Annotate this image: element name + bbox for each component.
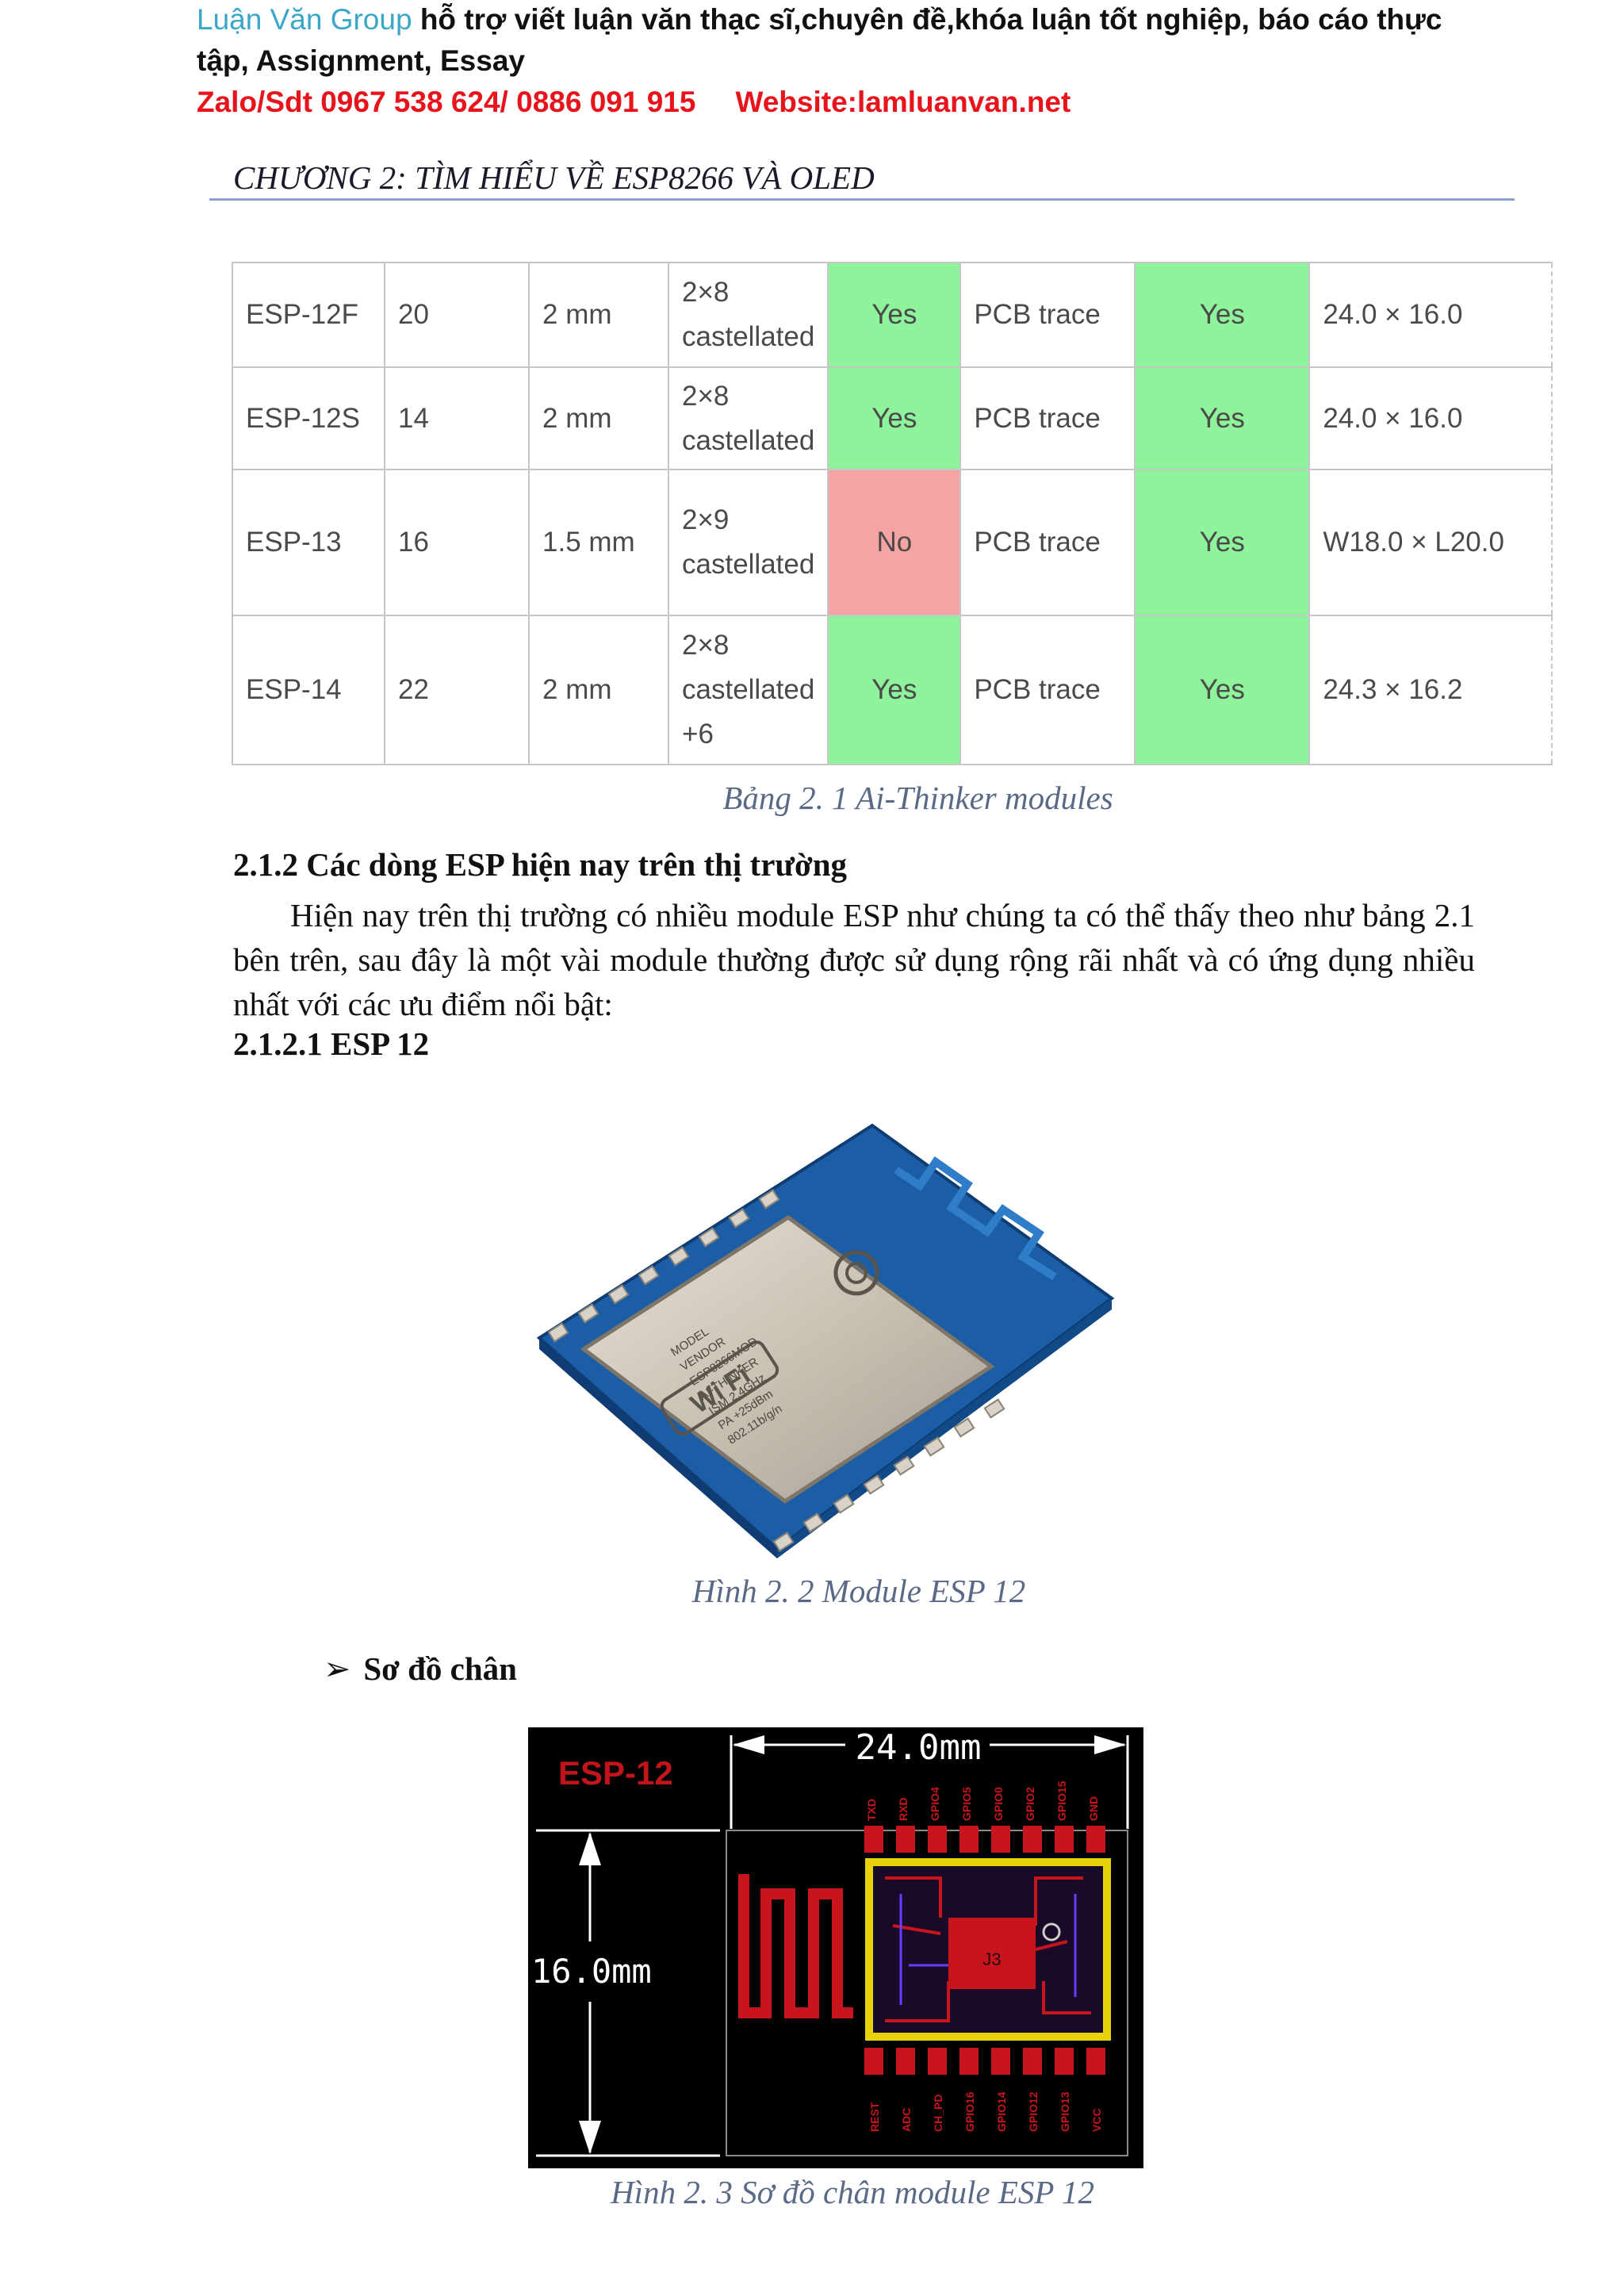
header-line-1: Luận Văn Group hỗ trợ viết luận văn thạc… (197, 0, 1442, 40)
cell-shield: No (827, 469, 962, 616)
cell-dimensions: 24.0 × 16.0 (1308, 366, 1553, 470)
cell-pitch: 2 mm (528, 262, 669, 368)
svg-text:REST: REST (868, 2102, 881, 2132)
rf-shield (580, 1214, 995, 1504)
width-label: 24.0mm (856, 1727, 982, 1768)
body-paragraph: Hiện nay trên thị trường có nhiều module… (233, 897, 1475, 1022)
cell-pins: 20 (384, 262, 530, 368)
svg-text:ADC: ADC (900, 2108, 913, 2132)
header-contact-line: Zalo/Sdt 0967 538 624/ 0886 091 915 Websi… (197, 82, 1071, 122)
svg-text:TXD: TXD (865, 1799, 878, 1821)
svg-text:GPIO15: GPIO15 (1055, 1780, 1068, 1821)
header-website[interactable]: Website:lamluanvan.net (735, 86, 1071, 118)
cell-dimensions: 24.0 × 16.0 (1308, 262, 1553, 368)
svg-text:CH_PD: CH_PD (932, 2095, 944, 2132)
cell-pitch: 2 mm (528, 615, 669, 765)
header-brand[interactable]: Luận Văn Group (197, 3, 412, 36)
cell-flash: Yes (1134, 469, 1311, 616)
figure-caption-module: Hình 2. 2 Module ESP 12 (691, 1573, 1026, 1609)
cell-shield: Yes (827, 615, 962, 765)
cell-module: ESP-14 (232, 615, 385, 765)
header-line-2: tập, Assignment, Essay (197, 44, 525, 77)
pinout-title: ESP-12 (558, 1754, 673, 1792)
cell-antenna: PCB trace (959, 469, 1136, 616)
svg-text:GPIO14: GPIO14 (995, 2091, 1008, 2132)
pinout-bullet: ➢ Sơ đồ chân (324, 1650, 517, 1688)
castellated-pads (547, 1189, 1005, 1552)
fcc-mark-icon (833, 1250, 879, 1296)
table-caption: Bảng 2. 1 Ai-Thinker modules (722, 780, 1113, 816)
cell-flash: Yes (1134, 262, 1311, 368)
header-tagline: hỗ trợ viết luận văn thạc sĩ,chuyên đề,k… (412, 3, 1442, 36)
cell-antenna: PCB trace (959, 262, 1136, 368)
svg-text:GPIO2: GPIO2 (1024, 1787, 1036, 1821)
esp12-module-photo: MODEL VENDOR ESP8266MOD AI-THINKER ISM 2… (536, 1123, 1115, 1558)
svg-text:GPIO5: GPIO5 (960, 1787, 973, 1821)
cell-shield: Yes (827, 366, 962, 470)
header-contact: Zalo/Sdt 0967 538 624/ 0886 091 915 (197, 86, 696, 118)
chip-j3 (948, 1918, 1036, 1989)
svg-text:RXD: RXD (897, 1797, 910, 1821)
figure-caption-pinout: Hình 2. 3 Sơ đồ chân module ESP 12 (611, 2174, 1094, 2210)
section-heading: 2.1.2 Các dòng ESP hiện nay trên thị trư… (233, 846, 847, 883)
cell-pins: 14 (384, 366, 530, 470)
height-label: 16.0mm (531, 1952, 652, 1991)
svg-text:GPIO12: GPIO12 (1027, 2091, 1040, 2132)
cell-pitch: 2 mm (528, 366, 669, 470)
chapter-title: CHƯƠNG 2: TÌM HIỂU VỀ ESP8266 VÀ OLED (233, 159, 875, 196)
cell-antenna: PCB trace (959, 366, 1136, 470)
cell-shield: Yes (827, 262, 962, 368)
svg-text:GPIO4: GPIO4 (929, 1787, 941, 1821)
cell-dimensions: W18.0 × L20.0 (1308, 469, 1553, 616)
bullet-label: Sơ đồ chân (363, 1650, 517, 1687)
svg-text:GPIO16: GPIO16 (963, 2091, 976, 2132)
cell-antenna: PCB trace (959, 615, 1136, 765)
cell-flash: Yes (1134, 615, 1311, 765)
svg-text:GPIO0: GPIO0 (992, 1787, 1005, 1821)
svg-text:GND: GND (1087, 1796, 1100, 1821)
cell-module: ESP-13 (232, 469, 385, 616)
antenna-trace-icon (894, 1156, 1057, 1281)
esp12-pinout-diagram: ESP-12 24.0mm 16.0mm TXD RXD GPIO4 GPIO5… (528, 1727, 1143, 2168)
subsection-heading: 2.1.2.1 ESP 12 (233, 1025, 430, 1062)
cell-dimensions: 24.3 × 16.2 (1308, 615, 1553, 765)
svg-text:VCC: VCC (1090, 2108, 1103, 2132)
antenna-trace-icon (738, 1874, 853, 2018)
cell-module: ESP-12F (232, 262, 385, 368)
cell-pitch: 1.5 mm (528, 469, 669, 616)
arrow-bullet-icon: ➢ (324, 1650, 351, 1688)
chapter-divider (209, 198, 1515, 201)
svg-text:GPIO13: GPIO13 (1059, 2091, 1071, 2132)
cell-flash: Yes (1134, 366, 1311, 470)
cell-pins: 22 (384, 615, 530, 765)
svg-text:J3: J3 (982, 1949, 1001, 1969)
cell-module: ESP-12S (232, 366, 385, 470)
cell-pins: 16 (384, 469, 530, 616)
